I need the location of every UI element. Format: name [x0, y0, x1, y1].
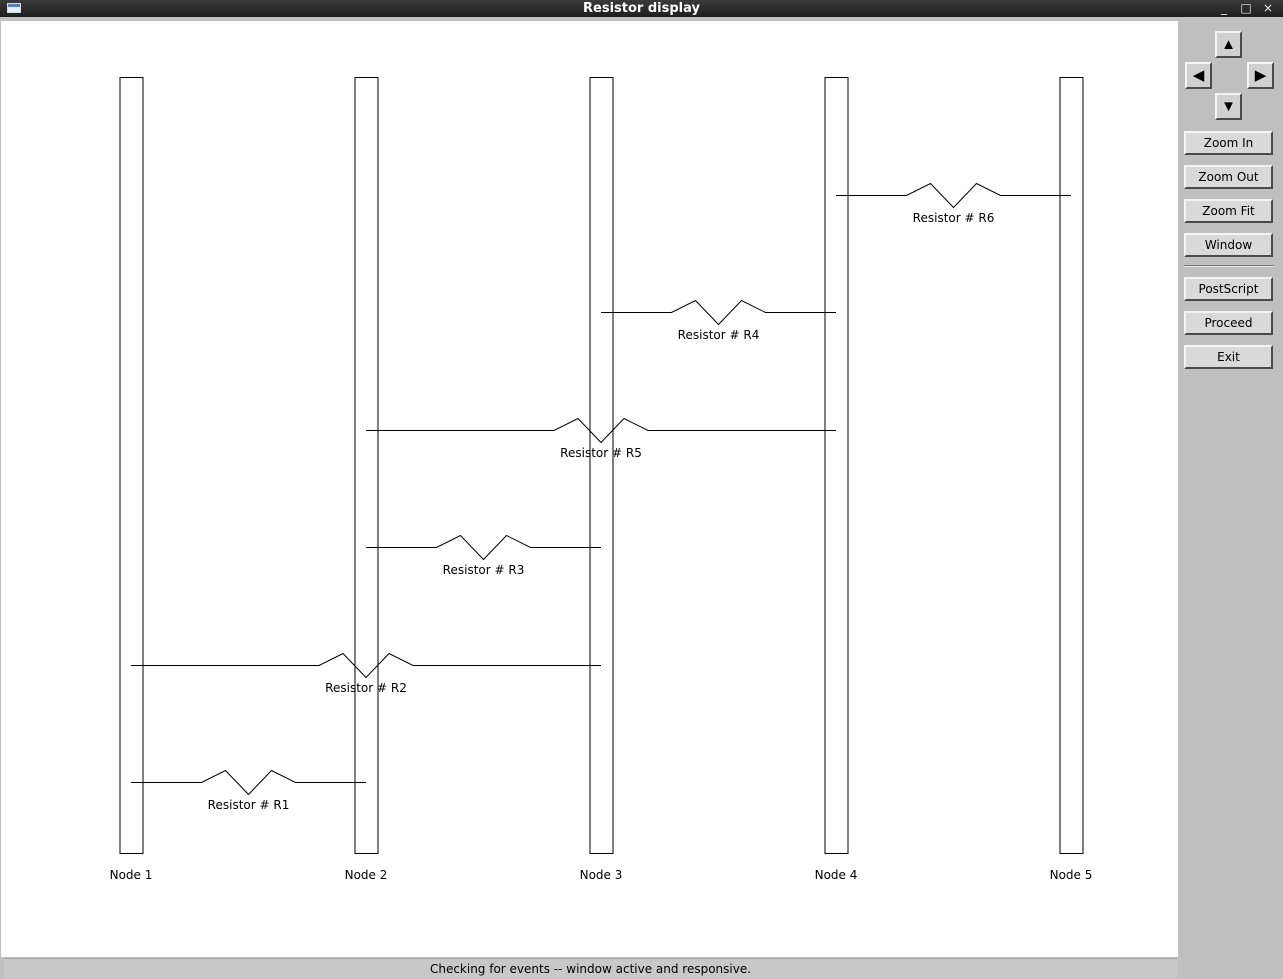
- node-bar-5: [1059, 77, 1084, 854]
- zoom-fit-button[interactable]: Zoom Fit: [1184, 199, 1273, 223]
- window-title: Resistor display: [583, 1, 700, 16]
- resistor-wire-2: [131, 652, 601, 679]
- resistor-wire-6: [836, 182, 1071, 209]
- node-label-1: Node 1: [110, 868, 153, 882]
- minimize-icon[interactable]: _: [1221, 1, 1227, 15]
- resistor-wire-3: [366, 534, 601, 561]
- node-label-3: Node 3: [580, 868, 623, 882]
- exit-button[interactable]: Exit: [1184, 345, 1273, 369]
- resistor-wire-4: [366, 417, 836, 444]
- title-bar: Resistor display _ □ ×: [0, 0, 1283, 17]
- window-button[interactable]: Window: [1184, 233, 1273, 257]
- app-window-icon: [7, 3, 21, 13]
- node-label-2: Node 2: [345, 868, 388, 882]
- node-bar-4: [824, 77, 849, 854]
- drawing-canvas[interactable]: Node 1 Node 2 Node 3 Node 4 Node 5 Resistor #…: [1, 21, 1178, 957]
- pan-down-button[interactable]: ▼: [1215, 93, 1242, 120]
- circuit-diagram: Node 1 Node 2 Node 3 Node 4 Node 5 Resistor #…: [110, 77, 1093, 882]
- node-label-5: Node 5: [1050, 868, 1093, 882]
- pan-left-button[interactable]: ◀: [1185, 62, 1212, 89]
- zoom-in-button[interactable]: Zoom In: [1184, 131, 1273, 155]
- resistor-label: Resistor # R6: [913, 211, 995, 225]
- node-bar-1: [119, 77, 144, 854]
- postscript-button[interactable]: PostScript: [1184, 277, 1273, 301]
- maximize-icon[interactable]: □: [1240, 1, 1252, 15]
- resistor-label: Resistor # R4: [678, 328, 760, 342]
- status-bar: Checking for events -- window active and…: [4, 958, 1177, 978]
- control-sidebar: ▲ ◀ ▶ ▼ Zoom In Zoom Out Zoom Fit Window…: [1180, 21, 1283, 977]
- close-icon[interactable]: ×: [1262, 1, 1274, 15]
- pan-right-button[interactable]: ▶: [1247, 62, 1274, 89]
- node-bar-3: [589, 77, 614, 854]
- zoom-out-button[interactable]: Zoom Out: [1184, 165, 1273, 189]
- node-bar-2: [354, 77, 379, 854]
- node-label-4: Node 4: [815, 868, 858, 882]
- resistor-wire-5: [601, 299, 836, 326]
- resistor-label: Resistor # R3: [443, 563, 525, 577]
- resistor-wire-1: [131, 769, 366, 796]
- resistor-label: Resistor # R1: [208, 798, 290, 812]
- proceed-button[interactable]: Proceed: [1184, 311, 1273, 335]
- sidebar-separator: [1184, 265, 1274, 267]
- resistor-label: Resistor # R5: [560, 446, 642, 460]
- resistor-label: Resistor # R2: [325, 681, 407, 695]
- pan-up-button[interactable]: ▲: [1215, 31, 1242, 58]
